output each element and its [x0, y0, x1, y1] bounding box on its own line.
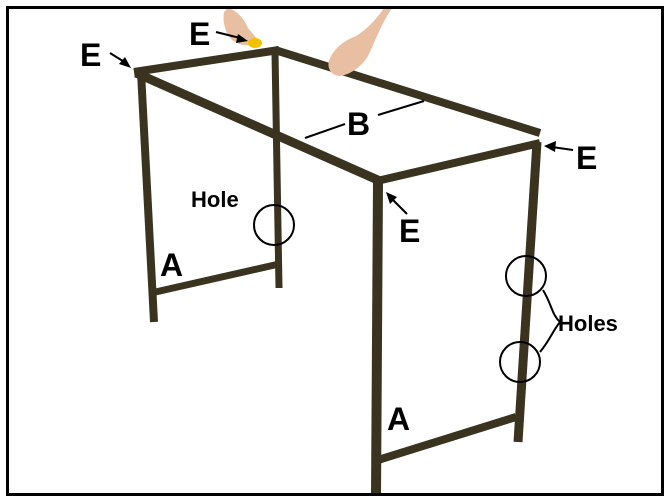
top-left-rail	[133, 46, 280, 76]
corner-arrows	[109, 31, 574, 215]
label-hole: Hole	[191, 187, 239, 212]
hole-circle-lower-right	[499, 341, 541, 383]
hands	[223, 9, 392, 76]
front-post	[371, 181, 383, 493]
arrowhead-top-back-icon	[236, 34, 248, 43]
left-lower-rail	[150, 260, 280, 297]
grip-handle-icon	[248, 38, 262, 48]
table-frame-diagram: E E E E B A A Hole Holes	[80, 9, 618, 493]
top-right-rail	[376, 139, 541, 185]
leg-assembly-left	[137, 51, 283, 323]
arrowhead-front-icon	[386, 192, 397, 204]
right-post	[513, 141, 542, 443]
top-front-rail	[134, 68, 382, 186]
label-e-right: E	[576, 140, 597, 176]
diagram-frame: E E E E B A A Hole Holes	[6, 6, 664, 496]
back-left-post	[137, 71, 158, 323]
top-frame	[133, 46, 542, 186]
brace-leader-left	[304, 123, 346, 139]
label-holes: Holes	[558, 311, 618, 336]
label-e-front: E	[399, 213, 420, 249]
arrow-line-right	[551, 146, 574, 151]
label-e-top-back: E	[189, 16, 210, 52]
holes-leader-lines	[539, 289, 561, 353]
label-a-right-leg: A	[387, 401, 410, 437]
label-b-brace: B	[347, 106, 370, 142]
right-lower-rail	[376, 413, 518, 464]
brace-leader-right	[377, 100, 425, 116]
right-hand	[328, 9, 392, 76]
arrowhead-top-left-icon	[119, 57, 131, 68]
hole-circle-upper-right	[505, 255, 547, 297]
top-back-rail	[273, 46, 542, 137]
arrow-line-front	[391, 198, 408, 215]
hole-circle-left	[253, 204, 295, 246]
label-a-left-leg: A	[160, 247, 183, 283]
arrowhead-right-icon	[544, 141, 556, 152]
back-inner-post	[271, 51, 283, 289]
leg-assembly-right	[371, 141, 542, 493]
arrow-line-top-back	[215, 31, 241, 39]
label-e-top-left: E	[80, 37, 101, 73]
